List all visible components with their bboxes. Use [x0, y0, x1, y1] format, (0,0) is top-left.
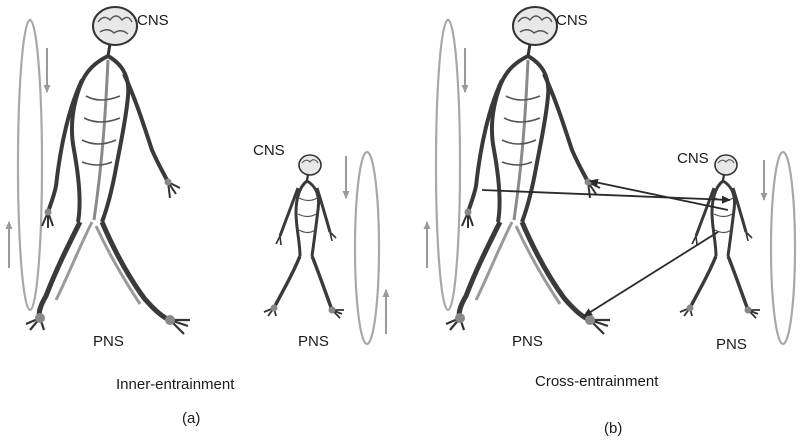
- caption-b: Cross-entrainment: [535, 373, 658, 390]
- panel-letter-b: (b): [604, 420, 622, 437]
- adult-figure-b: [446, 7, 610, 334]
- cns-label-adult-a: CNS: [137, 12, 169, 29]
- pns-label-child-a: PNS: [298, 333, 329, 350]
- child-figure-a: [264, 155, 344, 318]
- adult-figure-a: [26, 7, 190, 334]
- panel-b: [427, 7, 795, 344]
- cns-label-child-a: CNS: [253, 142, 285, 159]
- panel-letter-a: (a): [182, 410, 200, 427]
- child-figure-b: [680, 155, 760, 318]
- pns-label-adult-b: PNS: [512, 333, 543, 350]
- adult-cycle-ellipse-a: [18, 20, 42, 310]
- cross-arrow-child-to-adult-foot: [584, 232, 718, 316]
- child-cycle-ellipse-b: [771, 152, 795, 344]
- child-cycle-ellipse-a: [355, 152, 379, 344]
- cns-label-adult-b: CNS: [556, 12, 588, 29]
- cns-label-child-b: CNS: [677, 150, 709, 167]
- adult-cycle-ellipse-b: [436, 20, 460, 310]
- pns-label-adult-a: PNS: [93, 333, 124, 350]
- pns-label-child-b: PNS: [716, 336, 747, 353]
- cross-arrow-adult-hand-to-child: [482, 190, 730, 200]
- panel-a: [9, 7, 386, 344]
- caption-a: Inner-entrainment: [116, 376, 234, 393]
